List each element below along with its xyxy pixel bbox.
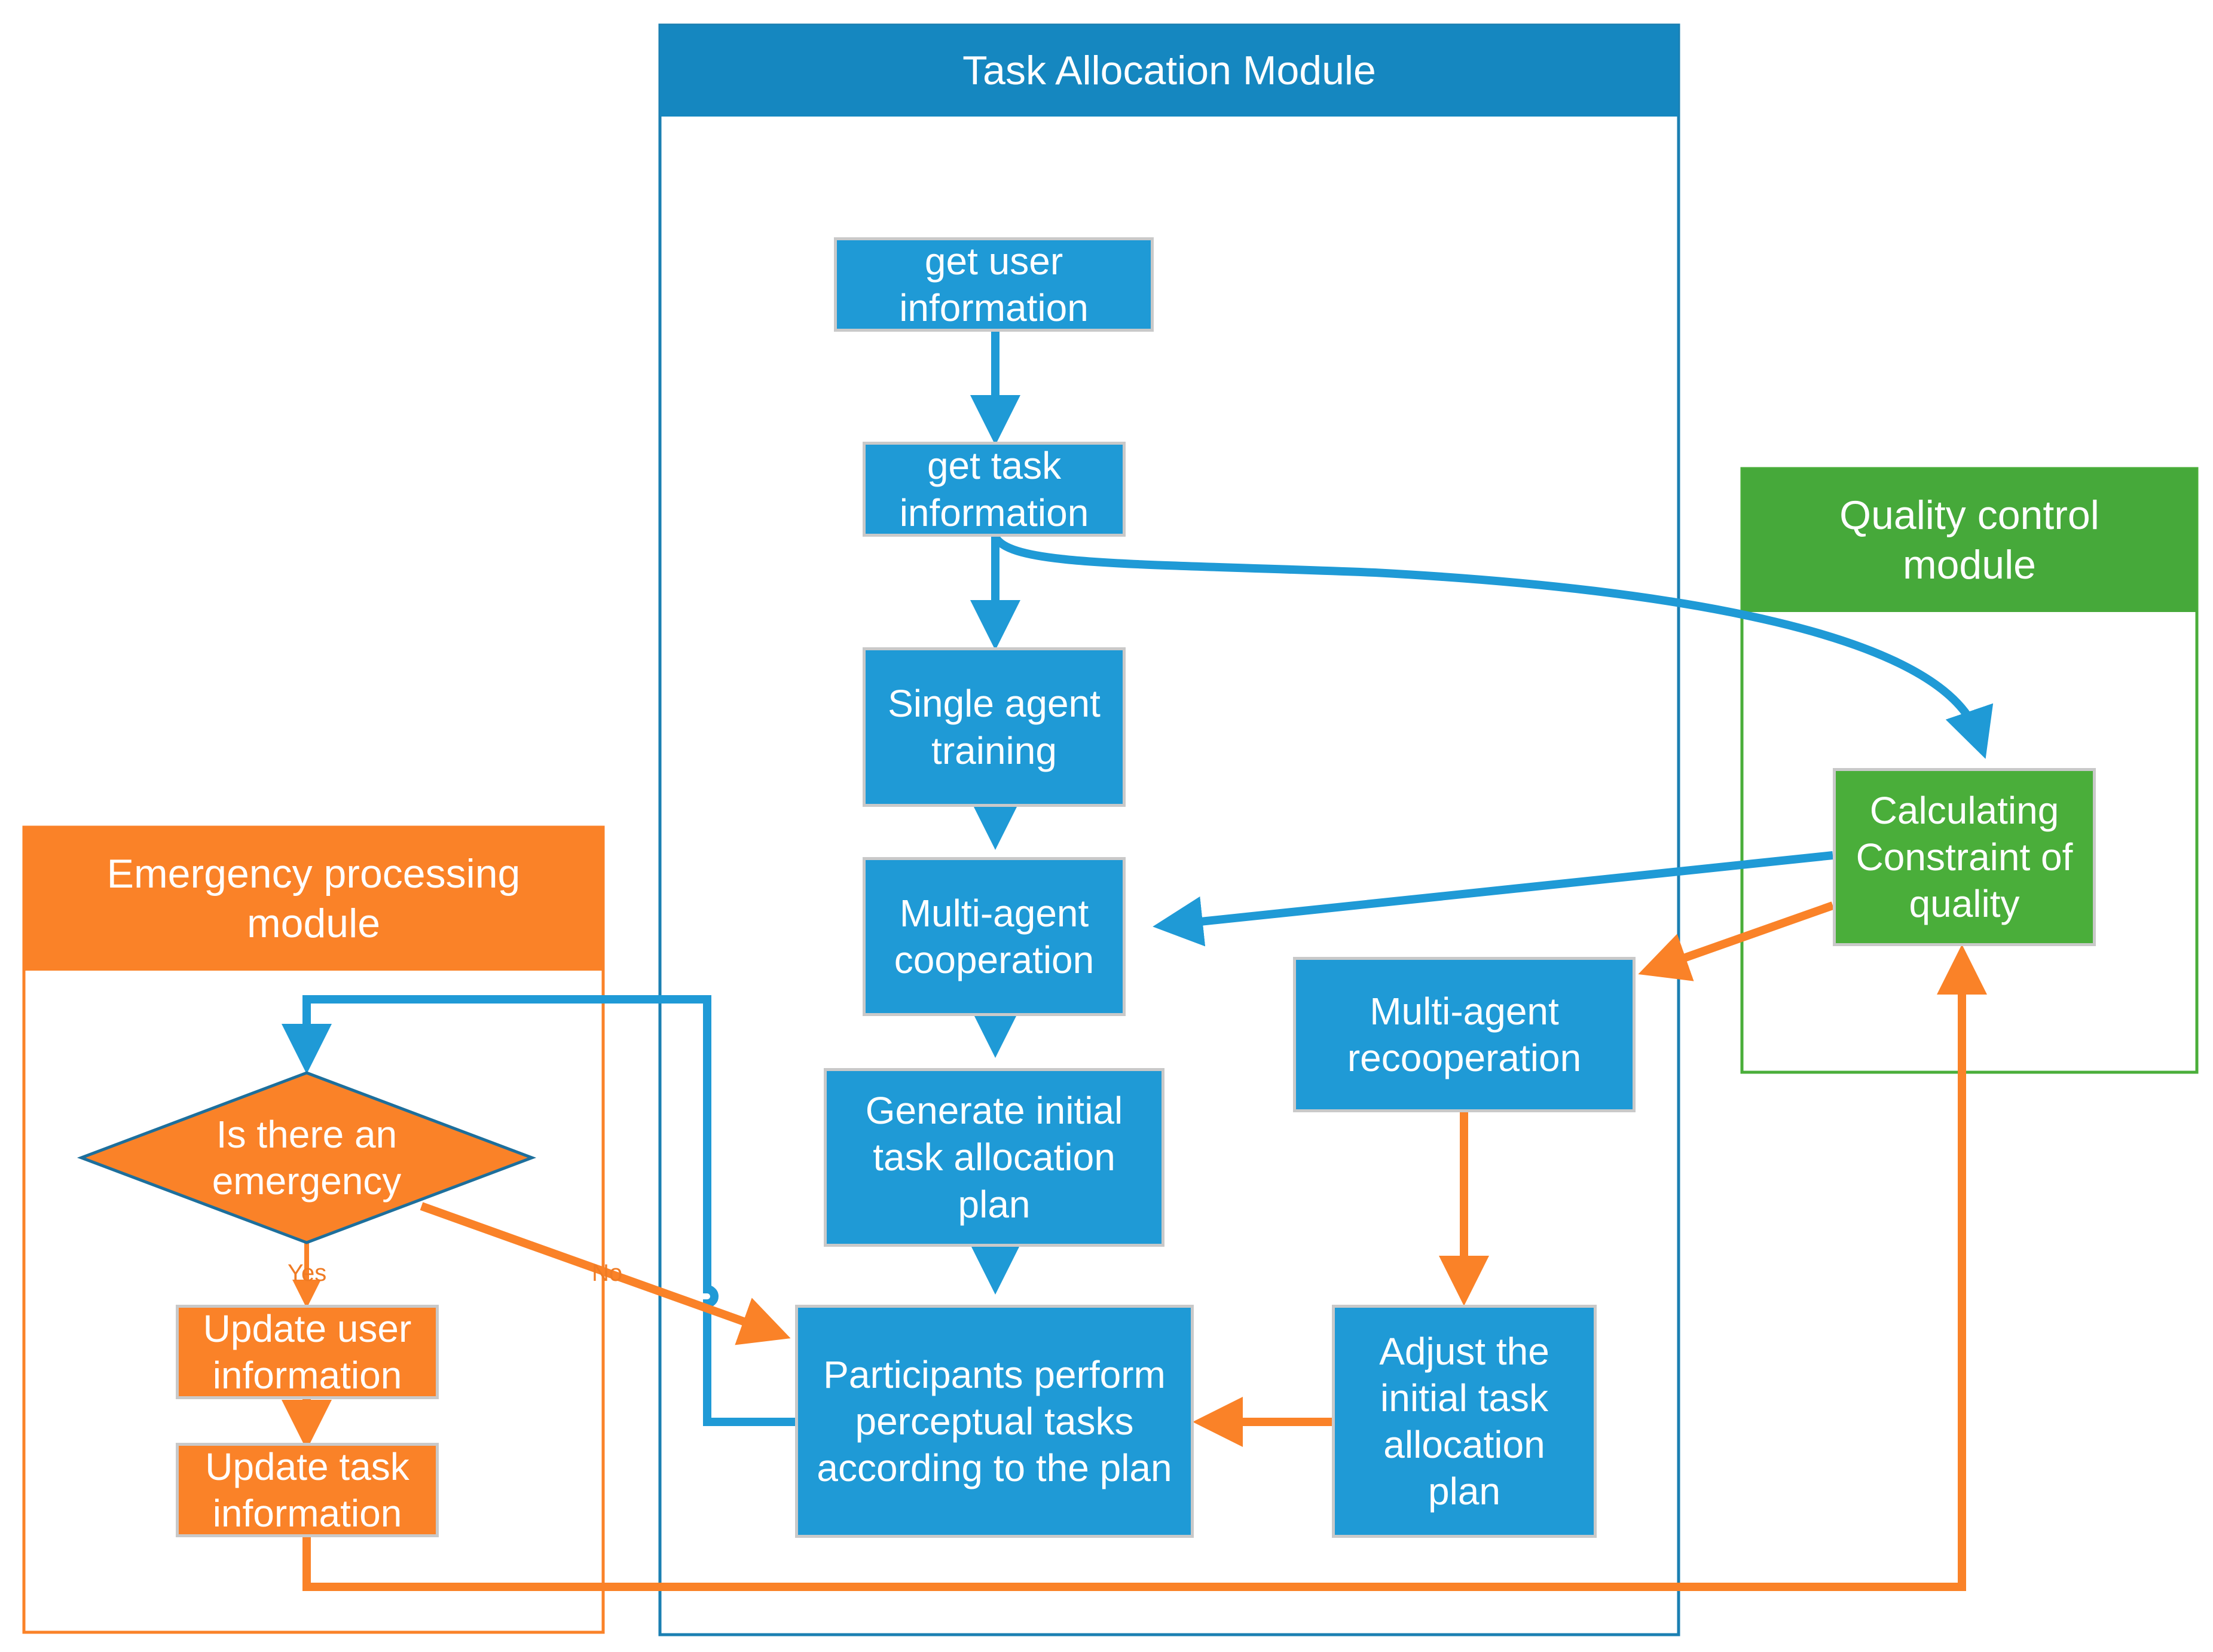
task-allocation-module-frame — [658, 23, 1680, 1636]
quality-control-module-frame — [1740, 467, 2199, 1074]
update-user-information-node: Update user information — [176, 1305, 439, 1399]
multi-agent-recooperation-node: Multi-agent recooperation — [1293, 957, 1636, 1112]
edge-quality-to-multi — [1153, 851, 1833, 947]
no-edge-label: No — [592, 1260, 623, 1286]
edge-emergency-no — [420, 1202, 791, 1345]
calculating-quality-constraint-node: Calculating Constraint of quality — [1833, 768, 2096, 946]
quality-control-module-title: Quality control module — [1839, 492, 2099, 588]
generate-initial-plan-node: Generate initial task allocation plan — [824, 1068, 1164, 1247]
emergency-module-frame — [22, 825, 605, 1634]
multi-agent-cooperation-node: Multi-agent cooperation — [863, 857, 1126, 1016]
task-allocation-module-title: Task Allocation Module — [962, 48, 1376, 94]
participants-perform-tasks-node: Participants perform perceptual tasks ac… — [795, 1305, 1194, 1538]
emergency-question-label: Is there an emergency — [212, 1112, 402, 1203]
emergency-module-title: Emergency processing module — [106, 851, 521, 946]
get-user-information-node: get user information — [834, 237, 1154, 332]
emergency-decision-diamond — [77, 1071, 537, 1244]
edge-participants-to-emergency — [282, 995, 795, 1426]
yes-edge-label: Yes — [288, 1260, 327, 1286]
edge-quality-to-recooperation — [1638, 901, 1835, 981]
single-agent-training-node: Single agent training — [863, 647, 1126, 807]
adjust-initial-plan-node: Adjust the initial task allocation plan — [1332, 1305, 1597, 1538]
get-task-information-node: get task information — [863, 442, 1126, 537]
update-task-information-node: Update task information — [176, 1443, 439, 1537]
edge-update-task-to-quality — [302, 944, 1987, 1591]
edge-task-to-quality — [991, 534, 1994, 759]
